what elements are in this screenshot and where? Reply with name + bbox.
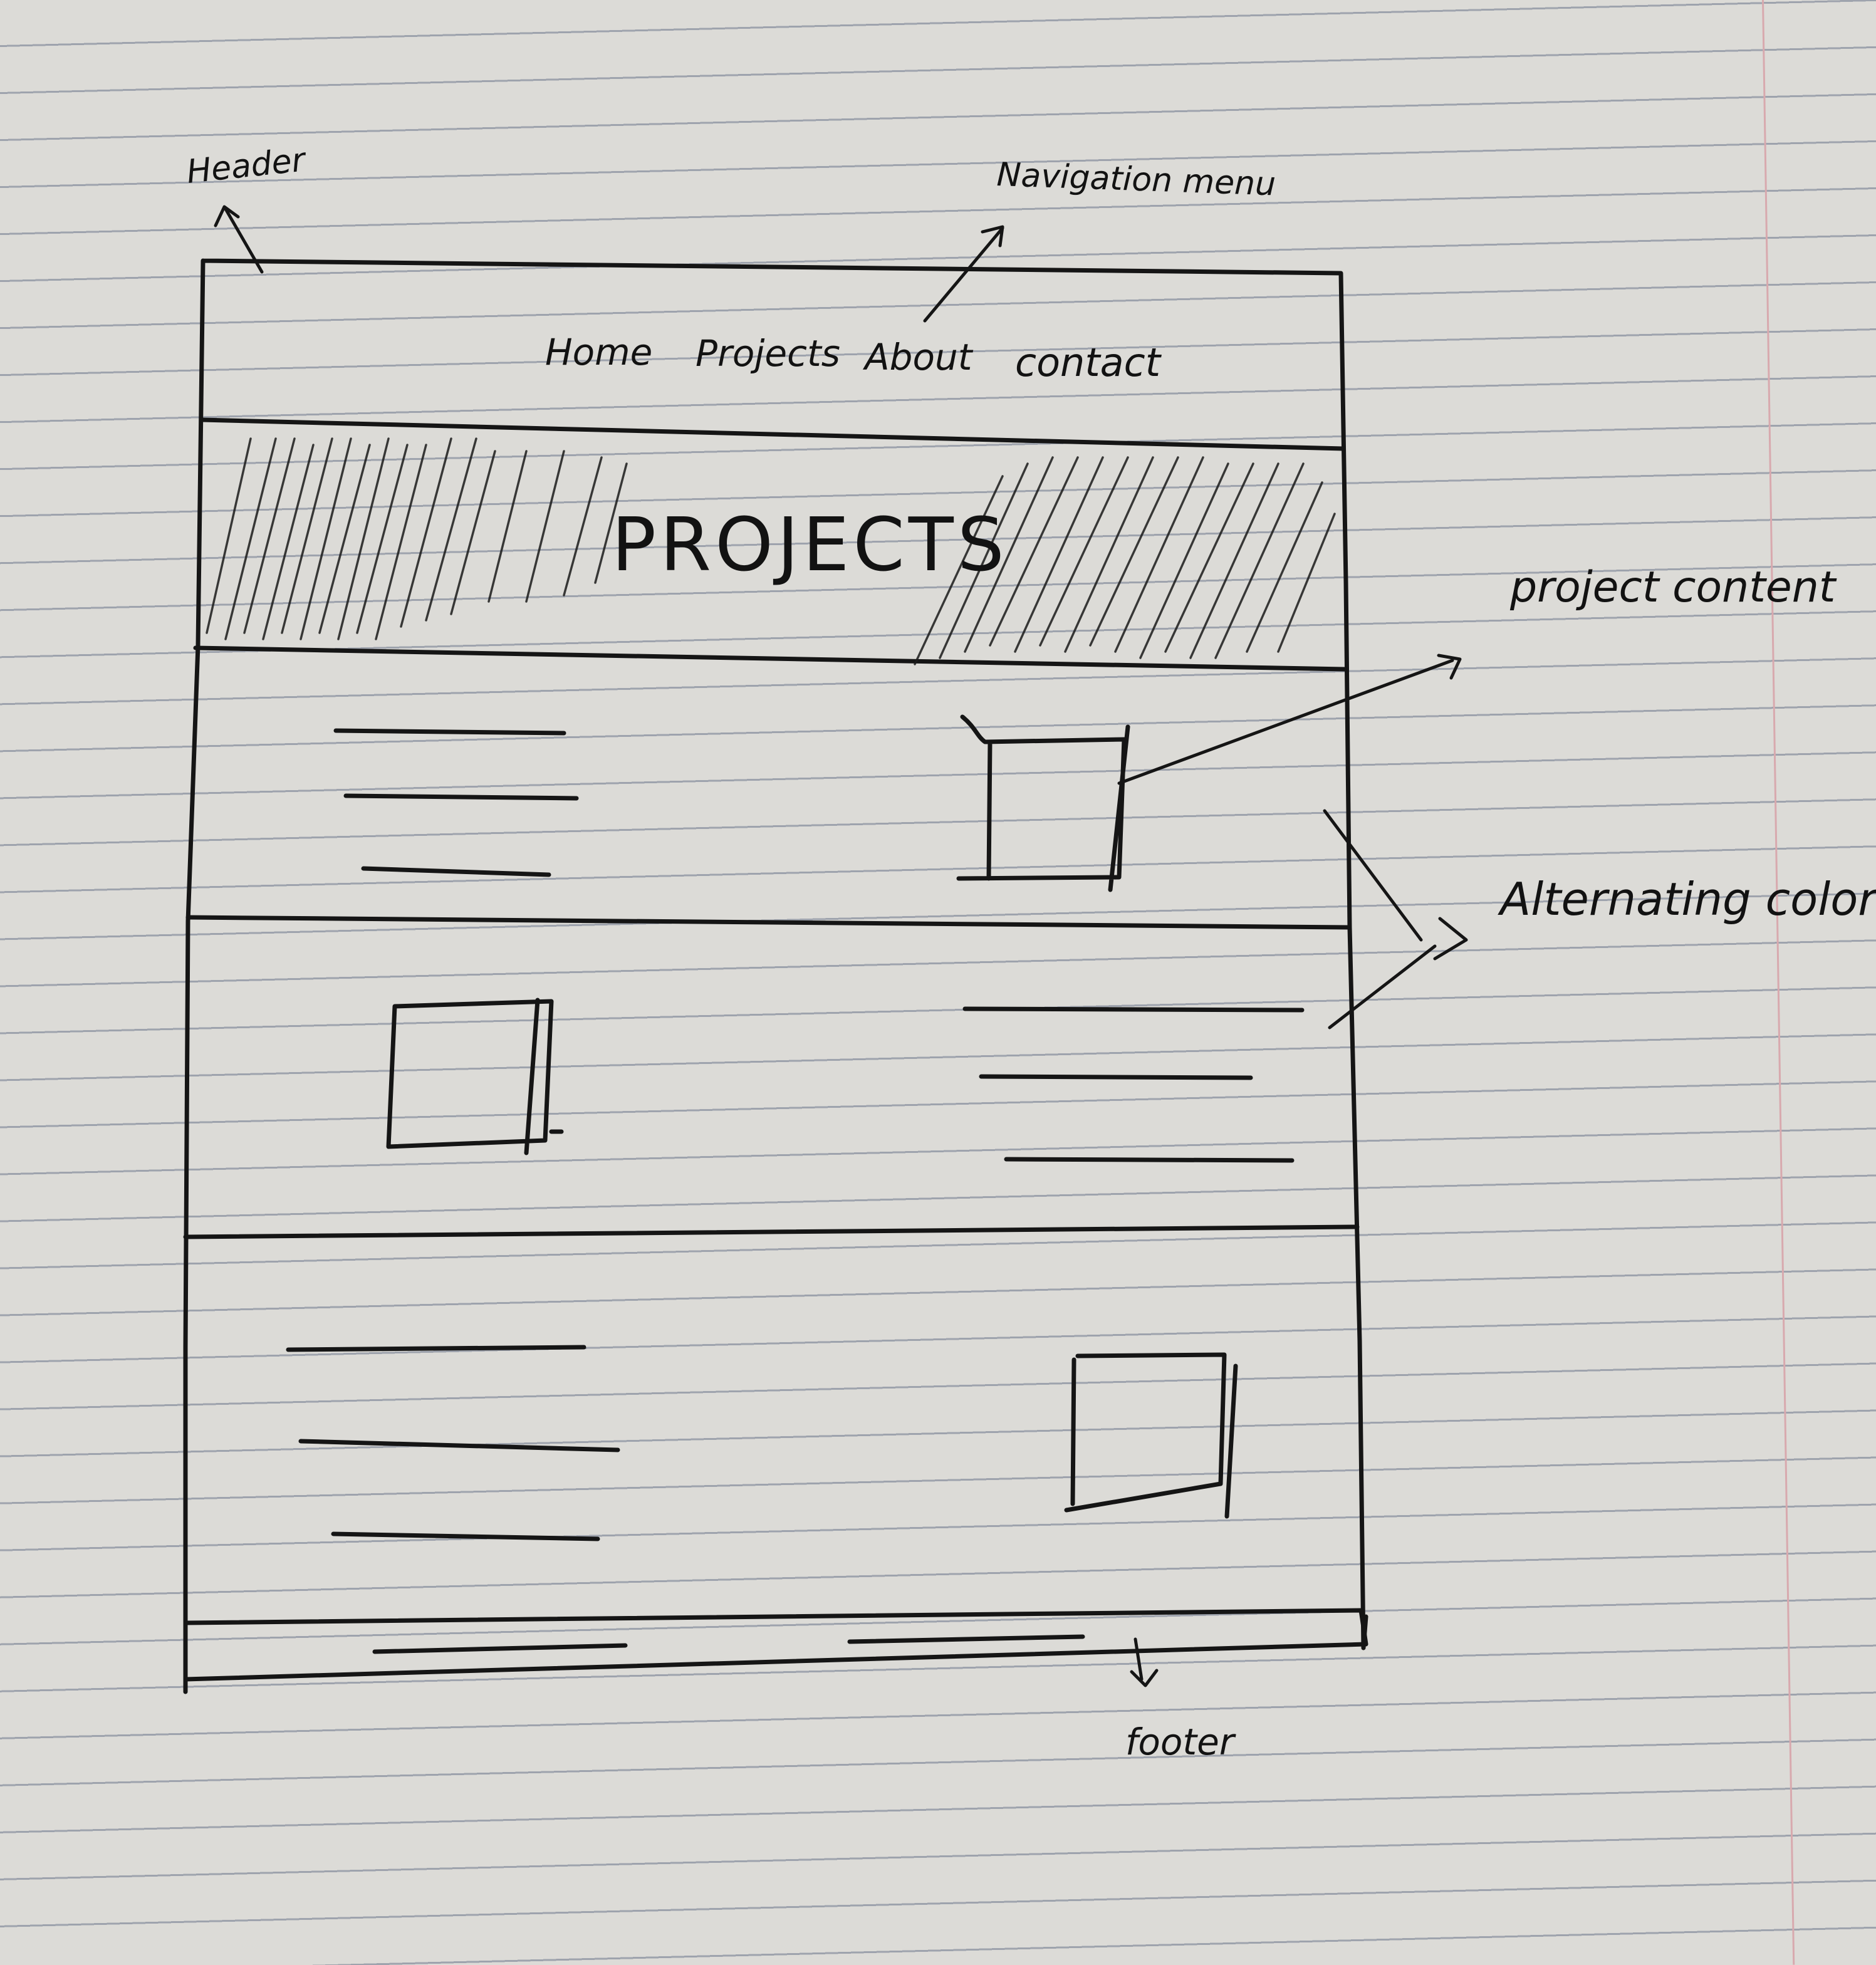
banner-hatch-right	[914, 456, 1336, 665]
text-line	[331, 1531, 600, 1541]
text-line	[1004, 1157, 1295, 1163]
banner-hatch-left	[206, 437, 628, 640]
alternating-colors-annotation: Alternating colors	[1498, 873, 1876, 925]
text-line	[298, 1439, 620, 1452]
project-content-annotation: project content	[1509, 563, 1837, 612]
nav-item-about[interactable]: About	[862, 336, 974, 378]
nav-menu: Home Projects About contact	[545, 331, 1162, 385]
footer-annotation: footer	[1125, 1721, 1236, 1763]
nav-item-projects[interactable]: Projects	[696, 332, 840, 375]
nav-item-home[interactable]: Home	[545, 331, 652, 373]
footer-line-1	[372, 1643, 628, 1654]
banner-title: PROJECTS	[612, 501, 1008, 588]
text-line	[979, 1074, 1253, 1080]
header-arrow-icon	[214, 205, 264, 274]
text-line	[343, 793, 579, 801]
footer-box	[183, 1608, 1368, 1682]
footer-arrow-icon	[1130, 1637, 1159, 1687]
header-bottom-line	[199, 417, 1346, 451]
text-line	[333, 728, 566, 736]
project-section-2	[386, 998, 1305, 1163]
navigation-annotation-text: Navigation menu	[996, 156, 1276, 204]
nav-item-contact[interactable]: contact	[1015, 340, 1162, 385]
text-line	[286, 1345, 586, 1352]
header-annotation: Header	[185, 141, 309, 191]
navigation-arrow-icon	[923, 225, 1004, 323]
section-divider-1	[185, 915, 1351, 930]
image-placeholder	[1064, 1352, 1238, 1519]
project-section-1	[333, 714, 1130, 892]
project-content-arrow-icon	[1117, 654, 1462, 785]
footer-line-2	[847, 1634, 1085, 1644]
project-section-3	[286, 1345, 1238, 1541]
alternating-colors-arrow-icon	[1323, 809, 1468, 1029]
image-placeholder	[386, 998, 564, 1155]
image-placeholder	[956, 714, 1130, 892]
text-line	[962, 1006, 1305, 1013]
banner-bottom-line	[193, 645, 1347, 672]
section-divider-2	[183, 1224, 1360, 1239]
text-line	[361, 866, 551, 877]
navigation-annotation: Navigation menu	[996, 156, 1276, 204]
page-frame	[183, 258, 1368, 1694]
